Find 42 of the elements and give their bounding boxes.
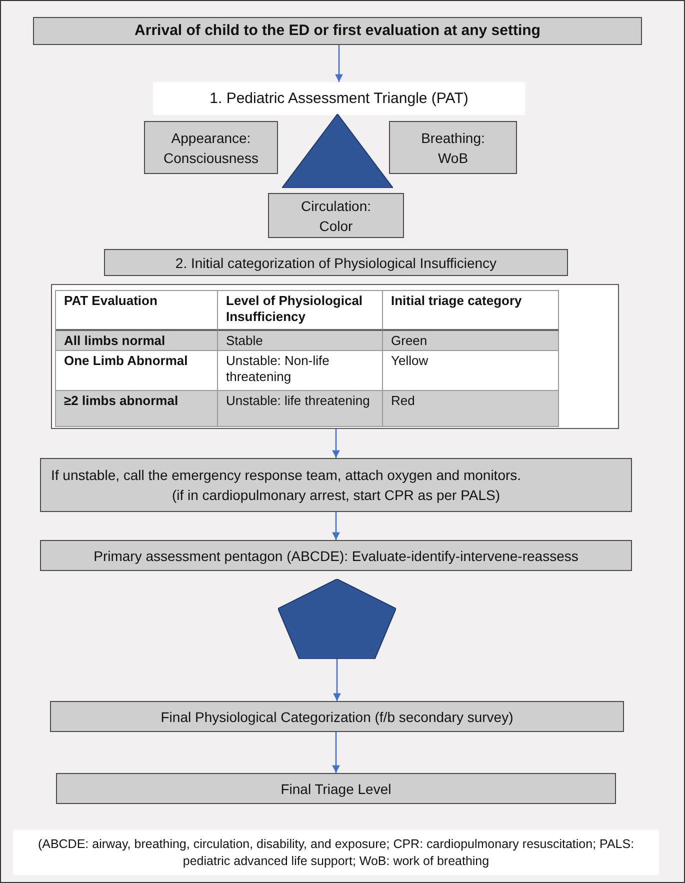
- box-label: (if in cardiopulmonary arrest, start CPR as per PALS): [172, 486, 500, 505]
- box-label: Circulation: Color: [300, 196, 372, 236]
- process-box: [33, 17, 642, 45]
- table-header-cell: Level of Physiological Insufficiency: [218, 291, 383, 331]
- triangle-shape: [282, 114, 393, 188]
- arrow: [335, 45, 343, 82]
- box-label: Primary assessment pentagon (ABCDE): Evaluate-identify-intervene-reassess: [94, 546, 578, 566]
- process-box: [56, 773, 616, 804]
- component-box: [268, 193, 404, 238]
- box-label: Final Triage Level: [280, 780, 392, 798]
- box-label: 2. Initial categorization of Physiological Insufficiency: [175, 254, 497, 272]
- box-label: Breathing: WoB: [420, 128, 486, 168]
- arrow: [333, 659, 341, 701]
- pentagon-shape: [278, 579, 396, 659]
- table-cell: Red: [383, 391, 559, 427]
- arrow: [332, 732, 340, 773]
- component-box: [144, 121, 278, 174]
- table-cell: Green: [383, 331, 559, 351]
- heading-box: [153, 82, 525, 115]
- box-label: 1. Pediatric Assessment Triangle (PAT): [210, 88, 468, 108]
- table-header-cell: Initial triage category: [383, 291, 559, 331]
- footnote: (ABCDE: airway, breathing, circulation, disability, and exposure; CPR: cardiopulmonary resuscitation; PALS: pediatric advanced life support; WoB: work of breathing: [13, 830, 659, 875]
- process-box: [104, 249, 568, 276]
- table-cell: Stable: [218, 331, 383, 351]
- arrow: [332, 512, 340, 540]
- box-label: Final Physiological Categorization (f/b secondary survey): [160, 708, 514, 726]
- component-box: [389, 121, 517, 174]
- table-cell: ≥2 limbs abnormal: [56, 391, 218, 427]
- box-label: Arrival of child to the ED or first evaluation at any setting: [134, 21, 540, 41]
- box-label: If unstable, call the emergency response team, attach oxygen and monitors.: [51, 466, 522, 485]
- table-cell: Yellow: [383, 351, 559, 391]
- process-box: [40, 458, 632, 512]
- box-label: Appearance: Consciousness: [162, 128, 260, 168]
- table-frame: [51, 284, 619, 429]
- process-box: [40, 540, 632, 571]
- table-cell: All limbs normal: [56, 331, 218, 351]
- table-cell: One Limb Abnormal: [56, 351, 218, 391]
- table-header-cell: PAT Evaluation: [56, 291, 218, 331]
- table-cell: Unstable: Non-life threatening: [218, 351, 383, 391]
- process-box: [50, 701, 624, 732]
- table-cell: Unstable: life threatening: [218, 391, 383, 427]
- arrow: [332, 429, 340, 458]
